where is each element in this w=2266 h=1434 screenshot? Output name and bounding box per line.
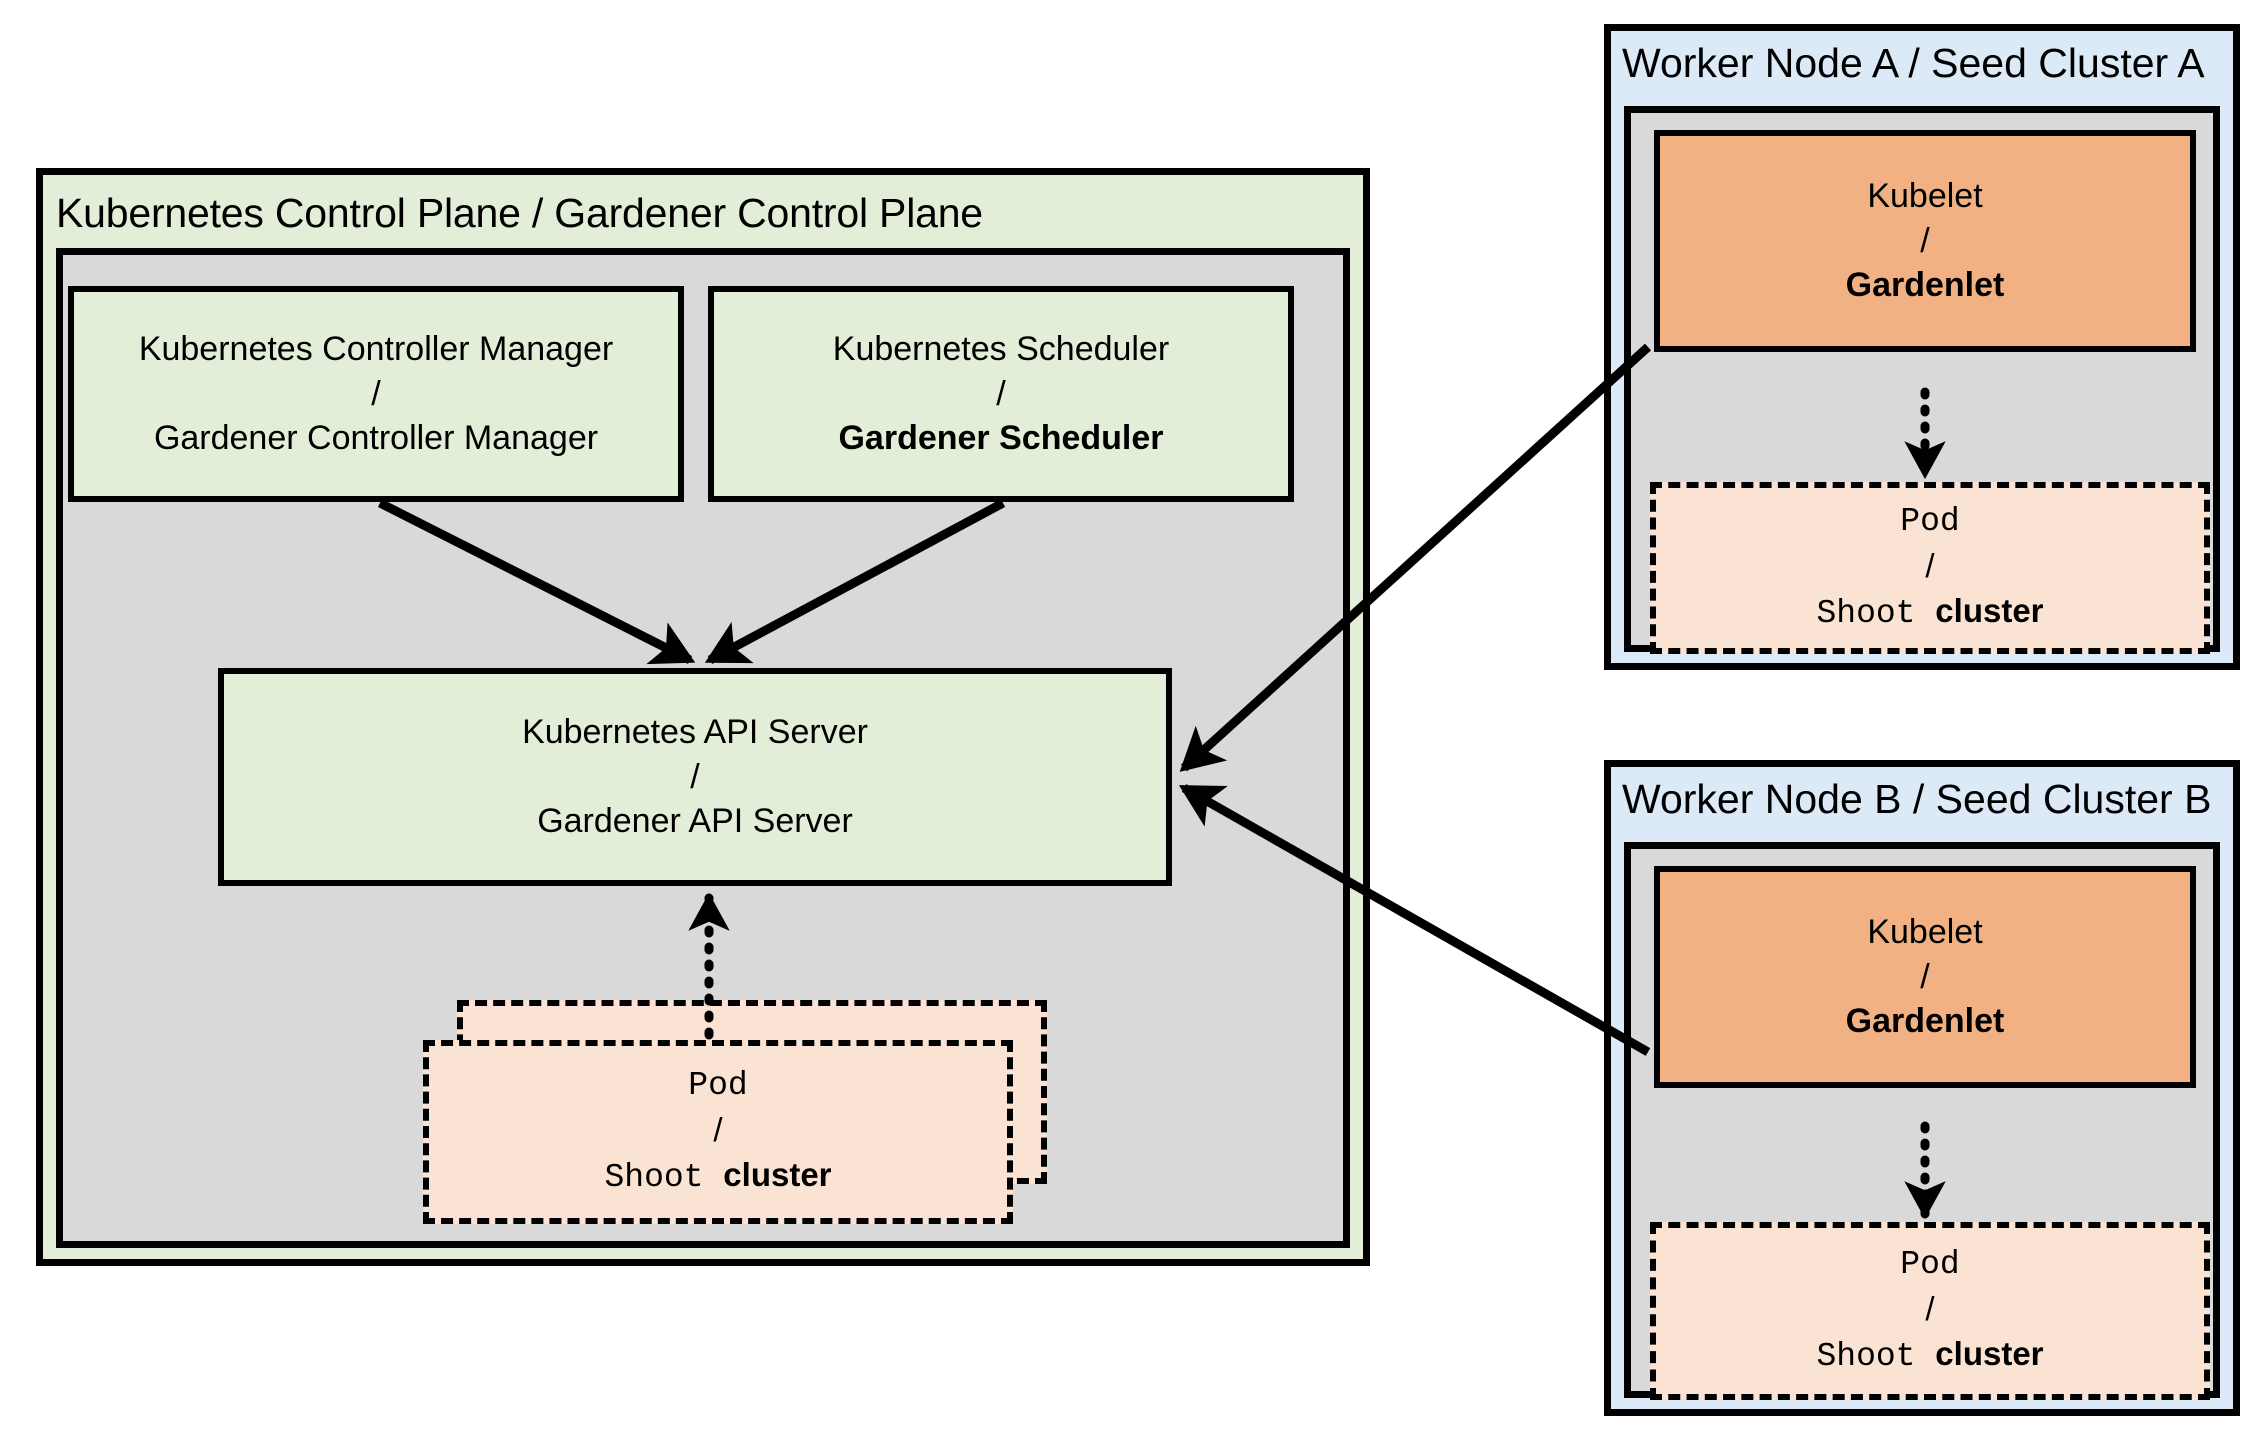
kubernetes-api-server-box[interactable]: Kubernetes API Server / Gardener API Ser… [218, 668, 1172, 886]
cp-pod-line2-bold: cluster [723, 1155, 832, 1193]
cp-pod-line1: Pod [688, 1067, 748, 1105]
worker-node-a-kubelet-box[interactable]: Kubelet / Gardenlet [1654, 130, 2196, 352]
wn-a-pod-line2-mono: Shoot [1816, 594, 1936, 632]
wn-b-pod-line2-mono: Shoot [1816, 1337, 1936, 1375]
wn-b-agent-separator: / [1920, 957, 1930, 996]
wn-a-pod-line2-bold: cluster [1935, 591, 2044, 629]
wn-a-pod-line1: Pod [1900, 503, 1960, 541]
wn-a-agent-line1: Kubelet [1867, 176, 1983, 215]
worker-node-b-kubelet-box[interactable]: Kubelet / Gardenlet [1654, 866, 2196, 1088]
worker-node-a-title: Worker Node A / Seed Cluster A [1622, 40, 2205, 86]
cp-pod-separator: / [713, 1111, 723, 1149]
wn-a-agent-separator: / [1920, 221, 1930, 260]
wn-a-pod-line2: Shoot cluster [1816, 589, 2043, 636]
wn-b-agent-line2: Gardenlet [1845, 1002, 2005, 1041]
scheduler-line1: Kubernetes Scheduler [832, 329, 1170, 368]
api-server-separator: / [690, 757, 700, 796]
wn-b-pod-line2: Shoot cluster [1816, 1332, 2043, 1379]
wn-b-pod-line1: Pod [1900, 1246, 1960, 1284]
control-plane-title: Kubernetes Control Plane / Gardener Cont… [56, 190, 983, 236]
cp-pod-line2-mono: Shoot [604, 1158, 724, 1196]
control-plane-pod-box[interactable]: Pod / Shoot cluster [423, 1040, 1013, 1224]
cp-pod-line2: Shoot cluster [604, 1153, 831, 1200]
wn-a-agent-line2: Gardenlet [1845, 266, 2005, 305]
kubernetes-scheduler-box[interactable]: Kubernetes Scheduler / Gardener Schedule… [708, 286, 1294, 502]
worker-node-b-pod-box[interactable]: Pod / Shoot cluster [1650, 1222, 2210, 1400]
worker-node-a-pod-box[interactable]: Pod / Shoot cluster [1650, 482, 2210, 654]
controller-manager-line1: Kubernetes Controller Manager [138, 329, 614, 368]
controller-manager-separator: / [371, 374, 381, 413]
scheduler-line2: Gardener Scheduler [838, 419, 1164, 458]
api-server-line1: Kubernetes API Server [522, 712, 868, 751]
wn-b-pod-separator: / [1925, 1290, 1935, 1328]
worker-node-b-title: Worker Node B / Seed Cluster B [1622, 776, 2212, 822]
scheduler-separator: / [996, 374, 1006, 413]
api-server-line2: Gardener API Server [537, 802, 853, 841]
controller-manager-line2: Gardener Controller Manager [153, 419, 599, 458]
kubernetes-controller-manager-box[interactable]: Kubernetes Controller Manager / Gardener… [68, 286, 684, 502]
wn-b-pod-line2-bold: cluster [1935, 1334, 2044, 1372]
wn-b-agent-line1: Kubelet [1867, 912, 1983, 951]
wn-a-pod-separator: / [1925, 547, 1935, 585]
